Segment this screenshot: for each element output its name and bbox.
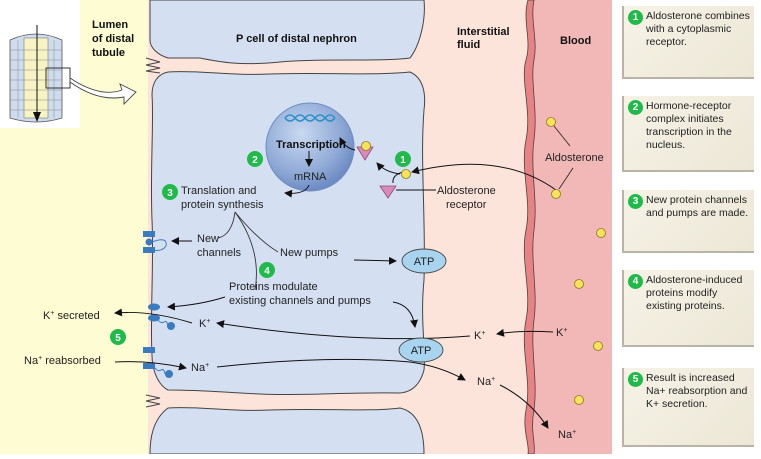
receptor-complex-icon — [356, 141, 374, 161]
step-number: 5 — [628, 372, 643, 387]
aldosterone-molecule-icon — [401, 169, 411, 179]
aldosterone-molecule-icon — [574, 279, 584, 289]
lumen-region — [80, 0, 150, 128]
dna-icon — [284, 114, 336, 122]
lumen-label-1: Lumen — [92, 19, 128, 31]
step-number: 4 — [628, 274, 643, 289]
new-channels-label-2: channels — [197, 247, 242, 259]
svg-text:4: 4 — [264, 266, 270, 277]
cell-label: P cell of distal nephron — [236, 33, 357, 45]
new-channel-icon — [143, 231, 167, 253]
k-channel-icon — [148, 303, 175, 330]
lumen-label-3: tubule — [92, 47, 125, 59]
svg-text:3: 3 — [167, 188, 173, 199]
new-channels-label-1: New — [197, 233, 219, 245]
cell-bottom — [149, 407, 425, 455]
translation-label-2: protein synthesis — [181, 199, 264, 211]
step-text: Aldosterone combines with a cytoplasmic … — [646, 10, 750, 48]
modulate-label-2: existing channels and pumps — [229, 295, 371, 307]
blood-region — [528, 0, 612, 454]
step-number: 2 — [628, 100, 643, 115]
k-blood-label: K+ — [556, 327, 567, 339]
interstitial-label-2: fluid — [457, 39, 480, 51]
new-pumps-label: New pumps — [280, 247, 339, 259]
aldosterone-molecule-icon — [574, 395, 584, 405]
svg-text:ATP: ATP — [411, 345, 432, 357]
aldosterone-receptor-icon — [379, 185, 397, 199]
step-badge-4: 4 — [259, 262, 275, 278]
step-text: Result is increased Na+ reabsorption and… — [646, 372, 748, 410]
na-blood-label: Na+ — [558, 429, 576, 441]
lumen-label-2: of distal — [92, 33, 134, 45]
na-reabsorbed-label: Na+ reabsorbed — [24, 355, 101, 367]
receptor-label-1: Aldosterone — [437, 185, 496, 197]
aldosterone-molecule-icon — [551, 189, 561, 199]
step-box-3: 3 New protein channels and pumps are mad… — [622, 190, 754, 253]
na-channel-icon — [143, 347, 173, 378]
step-box-1: 1 Aldosterone combines with a cytoplasmi… — [622, 6, 754, 79]
step-number: 1 — [628, 10, 643, 25]
aldosterone-label: Aldosterone — [545, 152, 604, 164]
tight-junction-bottom — [145, 394, 161, 408]
step-box-2: 2 Hormone-receptor complex initiates tra… — [622, 96, 754, 172]
atp-pump-top: ATP — [401, 248, 447, 274]
blood-label: Blood — [560, 35, 591, 47]
transcription-label: Transcription — [276, 139, 346, 151]
step-text: New protein channels and pumps are made. — [646, 194, 749, 219]
aldosterone-molecule-icon — [546, 117, 556, 127]
modulate-label-1: Proteins modulate — [229, 281, 318, 293]
k-cell-label: K+ — [199, 318, 210, 330]
step-number: 3 — [628, 194, 643, 209]
na-interstitial-label: Na+ — [477, 376, 495, 388]
k-interstitial-label: K+ — [474, 330, 485, 342]
translation-label-1: Translation and — [181, 185, 256, 197]
svg-text:5: 5 — [115, 333, 121, 344]
na-cell-label: Na+ — [191, 362, 209, 374]
cell-top — [149, 0, 425, 65]
svg-text:ATP: ATP — [414, 256, 435, 268]
svg-text:1: 1 — [400, 155, 406, 166]
step-badge-1: 1 — [395, 151, 411, 167]
aldosterone-molecule-icon — [596, 228, 606, 238]
step-badge-2: 2 — [247, 151, 263, 167]
atp-pump-bottom: ATP — [398, 337, 444, 363]
k-secreted-label: K+ secreted — [43, 310, 100, 322]
mrna-label: mRNA — [294, 171, 327, 183]
tight-junction-top — [145, 57, 161, 74]
interstitial-label-1: Interstitial — [457, 26, 510, 38]
step-box-5: 5 Result is increased Na+ reabsorption a… — [622, 368, 754, 447]
receptor-label-2: receptor — [446, 199, 487, 211]
step-badge-5: 5 — [110, 329, 126, 345]
step-badge-3: 3 — [162, 184, 178, 200]
step-box-4: 4 Aldosterone-induced proteins modify ex… — [622, 270, 754, 347]
nucleus: Transcription mRNA — [265, 102, 355, 192]
svg-text:2: 2 — [252, 155, 258, 166]
step-text: Aldosterone-induced proteins modify exis… — [646, 274, 743, 312]
aldosterone-molecule-icon — [593, 341, 603, 351]
tubule-illustration-icon — [9, 25, 137, 123]
step-text: Hormone-receptor complex initiates trans… — [646, 100, 732, 151]
p-cell — [150, 71, 426, 396]
